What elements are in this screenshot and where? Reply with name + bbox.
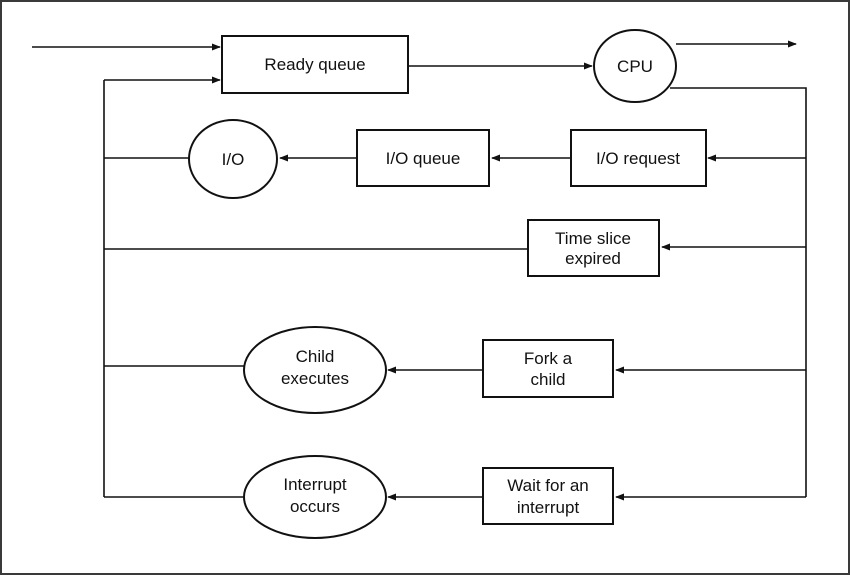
- io-node: I/O: [188, 119, 278, 199]
- wait-interrupt-node: Wait for an interrupt: [482, 467, 614, 525]
- fork-node: Fork a child: [482, 339, 614, 398]
- fork-label-line2: child: [531, 370, 566, 389]
- interrupt-label-line1: Interrupt: [283, 475, 347, 494]
- io-label: I/O: [222, 150, 245, 169]
- child-executes-label-line1: Child: [296, 347, 335, 366]
- child-executes-label-line2: executes: [281, 369, 349, 388]
- interrupt-label-line2: occurs: [290, 497, 340, 516]
- io-request-node: I/O request: [570, 129, 707, 187]
- fork-label-line1: Fork a: [524, 349, 573, 368]
- connectors: [32, 40, 807, 501]
- child-executes-node: Child executes: [243, 326, 387, 414]
- wait-label-line1: Wait for an: [507, 476, 589, 495]
- time-slice-label-line2: expired: [565, 249, 621, 268]
- time-slice-node: Time slice expired: [527, 219, 660, 277]
- ready-queue-node: Ready queue: [221, 35, 409, 94]
- io-request-label: I/O request: [596, 149, 680, 168]
- interrupt-occurs-node: Interrupt occurs: [243, 455, 387, 539]
- io-queue-node: I/O queue: [356, 129, 490, 187]
- right-feedback-line: [670, 87, 807, 497]
- wait-label-line2: interrupt: [517, 498, 580, 517]
- time-slice-label-line1: Time slice: [555, 229, 631, 248]
- cpu-node: CPU: [593, 29, 677, 103]
- cpu-label: CPU: [617, 57, 653, 76]
- ready-queue-label: Ready queue: [264, 55, 365, 74]
- io-queue-label: I/O queue: [386, 149, 461, 168]
